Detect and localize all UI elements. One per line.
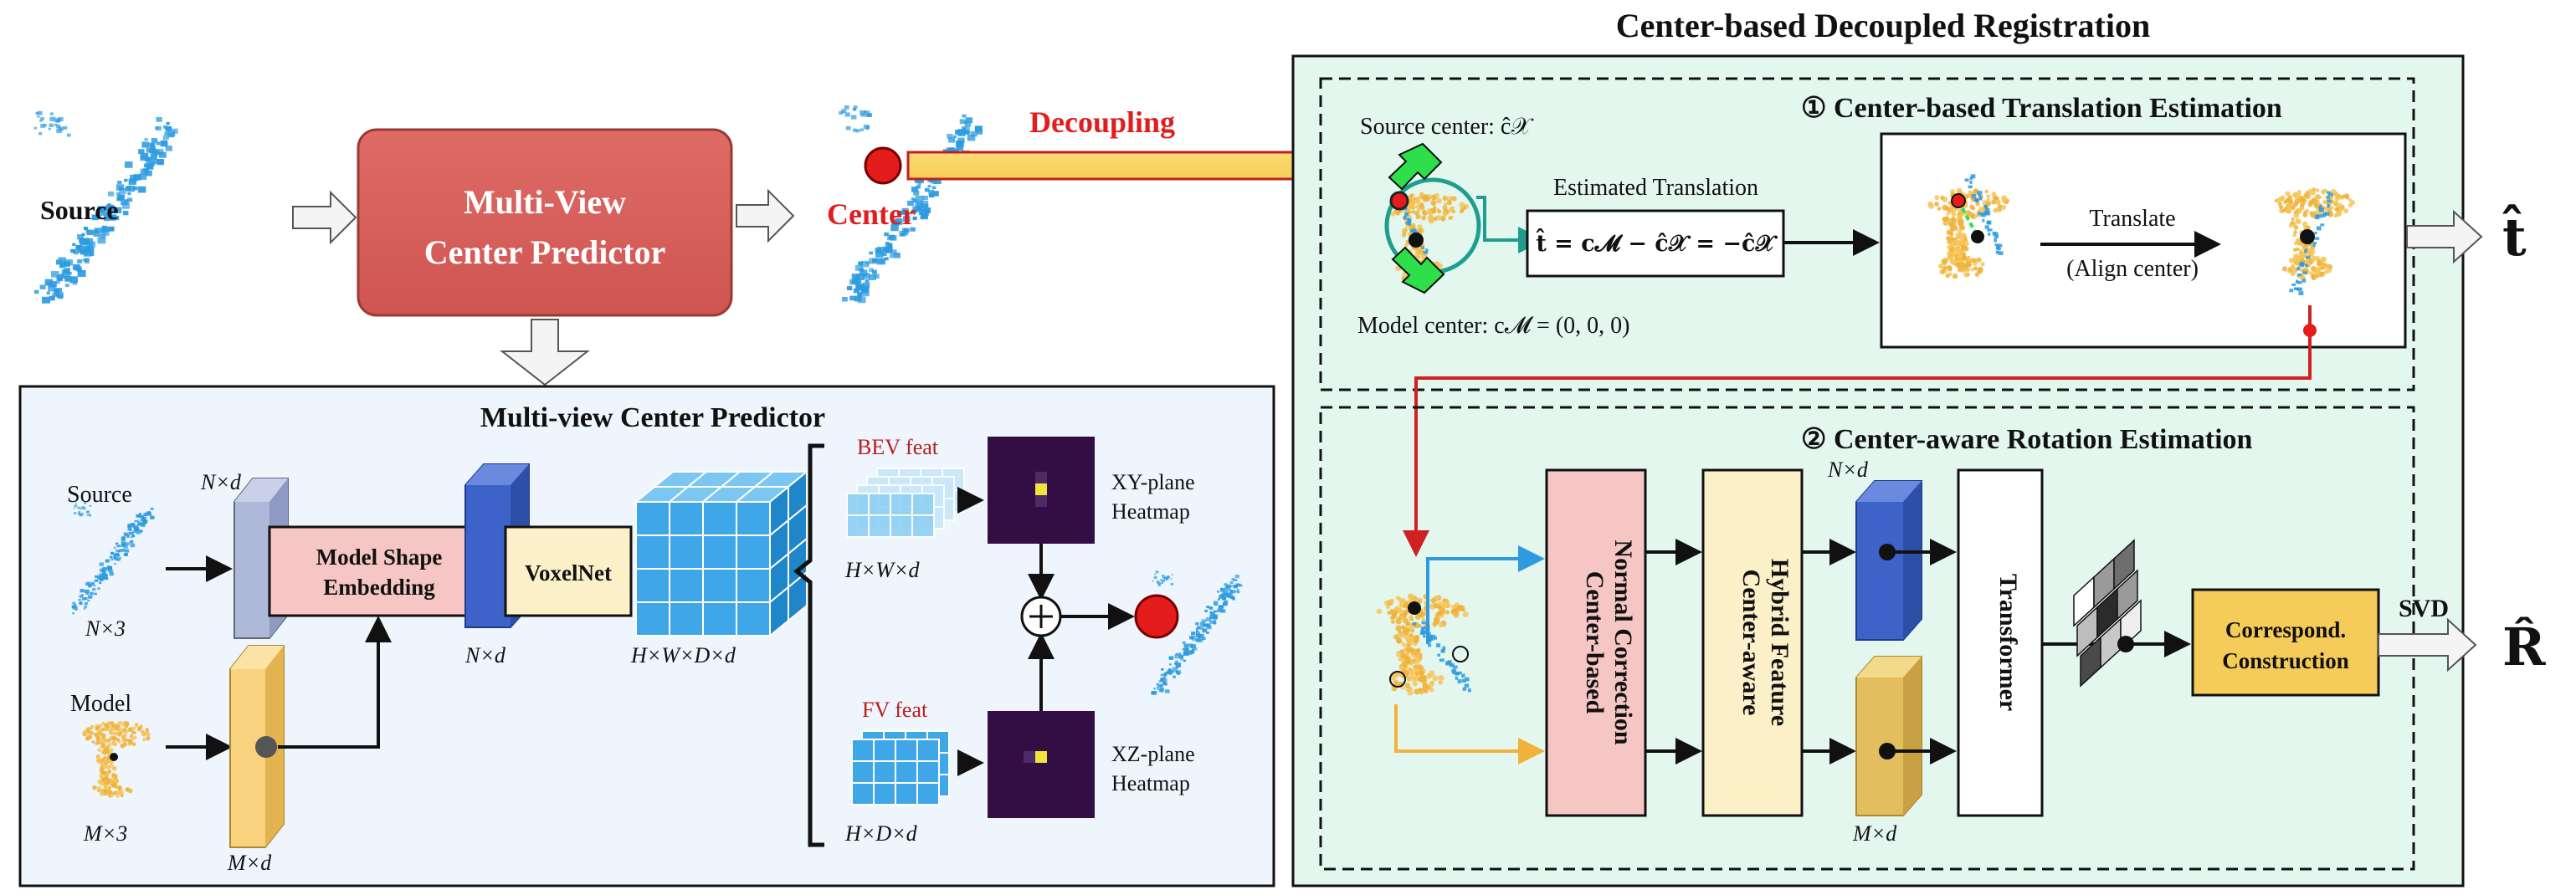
center-label: Center bbox=[827, 197, 916, 231]
mvcp-model-dim: M×3 bbox=[83, 821, 127, 846]
predictor-title-line1: Multi-View bbox=[464, 183, 626, 221]
arrow-blue-to-normal bbox=[1426, 545, 1545, 644]
source-center-dot bbox=[1389, 191, 1409, 211]
rotation-input-source bbox=[1412, 621, 1471, 693]
correspond-construction-box bbox=[2191, 588, 2380, 697]
xz-heatmap-label-line1: XZ-plane bbox=[1111, 742, 1195, 766]
translation-section bbox=[1319, 77, 2415, 391]
mvcp-model-points bbox=[82, 720, 151, 798]
arrow-to-estimated-translation bbox=[1476, 196, 1545, 253]
fv-feature-stack bbox=[851, 730, 950, 806]
decoupling-arrow bbox=[906, 132, 1325, 199]
arrow-model-feat-to-embedding bbox=[278, 616, 392, 749]
correspondence-matrix bbox=[2073, 539, 2142, 688]
mvcp-source-dim: N×3 bbox=[85, 616, 126, 641]
rotation-section bbox=[1319, 406, 2415, 871]
center-offset-line bbox=[1957, 200, 1979, 238]
bev-feat-label: BEV feat bbox=[857, 435, 939, 459]
normal-correction-line2: Normal Correction bbox=[1609, 540, 1637, 745]
rotation-output: R̂ bbox=[2502, 616, 2546, 678]
source-center-label: Source center: ĉ𝒳 bbox=[1360, 114, 1534, 140]
xy-heatmap-label-line2: Heatmap bbox=[1111, 499, 1190, 524]
translate-label: Translate bbox=[2089, 206, 2175, 232]
model-feature-dim: M×d bbox=[227, 851, 272, 875]
mvcp-source-points bbox=[71, 502, 155, 615]
xy-heatmap-label-line1: XY-plane bbox=[1111, 470, 1195, 494]
decoupling-label: Decoupling bbox=[1029, 105, 1175, 139]
source-point-cloud bbox=[33, 110, 178, 304]
rotation-title: ② Center-aware Rotation Estimation bbox=[1801, 424, 2253, 455]
rotation-top-dim: N×d bbox=[1827, 458, 1869, 482]
hollow-arrow-to-center bbox=[736, 188, 795, 243]
voxel-dim: H×W×D×d bbox=[630, 643, 736, 667]
green-arrow-top bbox=[1388, 142, 1443, 191]
projection-bracket bbox=[793, 443, 824, 847]
mvcp-model-center-dot bbox=[110, 753, 118, 761]
xz-heatmap bbox=[988, 711, 1095, 818]
normal-correction-line1: Center-based bbox=[1581, 571, 1609, 714]
embedding-output-dim: N×d bbox=[464, 643, 506, 667]
translation-formula: t̂ = c𝓜 − ĉ𝒳 = −ĉ𝒳 bbox=[1536, 228, 1778, 257]
model-shape-embedding-box bbox=[268, 525, 490, 617]
hollow-arrow-down-to-mvcp bbox=[500, 319, 590, 386]
model-center-dot bbox=[1409, 233, 1424, 248]
estimated-translation-label: Estimated Translation bbox=[1553, 175, 1758, 201]
fv-dim: H×D×d bbox=[844, 821, 918, 846]
svd-label: SVD bbox=[2399, 595, 2449, 622]
model-center-label: Model center: c𝓜 = (0, 0, 0) bbox=[1357, 313, 1630, 339]
source-points bbox=[33, 110, 178, 304]
main-title: Center-based Decoupled Registration bbox=[1616, 7, 2150, 44]
rotation-bottom-dim: M×d bbox=[1852, 821, 1897, 846]
hybrid-feature-line2: Hybrid Feature bbox=[1766, 559, 1793, 726]
correspond-line1: Correspond. bbox=[2225, 617, 2346, 642]
hollow-arrow-to-r bbox=[2378, 617, 2477, 673]
mvcp-model-label: Model bbox=[70, 691, 131, 717]
mvcp-center-dot bbox=[1134, 594, 1179, 639]
normal-correction-box bbox=[1545, 468, 1647, 817]
hollow-arrow-to-t bbox=[2406, 209, 2483, 264]
source-label: Source bbox=[40, 195, 119, 225]
translate-result-box bbox=[1880, 132, 2407, 349]
arrow-gold-to-normal bbox=[1394, 704, 1545, 765]
green-arrow-bottom bbox=[1391, 246, 1445, 294]
translation-formula-box bbox=[1526, 209, 1785, 278]
before-translate-source bbox=[1964, 174, 2004, 255]
bev-feature-stack bbox=[846, 468, 965, 538]
model-feature-dot bbox=[255, 736, 277, 758]
transformer-label: Transformer bbox=[1994, 574, 2022, 711]
mvcp-output-source-points bbox=[1151, 570, 1243, 695]
fv-feat-label: FV feat bbox=[862, 698, 928, 722]
predicted-center-dot bbox=[864, 146, 902, 185]
predictor-title-line2: Center Predictor bbox=[424, 233, 665, 271]
hollow-arrow-to-predictor bbox=[292, 190, 357, 245]
voxelnet-box bbox=[504, 525, 633, 617]
correspond-line2: Construction bbox=[2222, 648, 2349, 673]
hybrid-feature-box bbox=[1701, 468, 1804, 817]
embedding-label-line1: Model Shape bbox=[316, 545, 443, 570]
voxelnet-label: VoxelNet bbox=[525, 560, 612, 586]
transformer-box bbox=[1957, 468, 2044, 817]
mvcp-title: Multi-view Center Predictor bbox=[480, 402, 825, 433]
translation-title: ① Center-based Translation Estimation bbox=[1801, 93, 2282, 124]
voxel-grid-cube bbox=[634, 469, 809, 638]
mvcp-source-label: Source bbox=[67, 482, 132, 508]
source-feature-dim: N×d bbox=[200, 470, 242, 494]
translation-output: t̂ bbox=[2502, 204, 2527, 268]
hybrid-feature-line1: Center-aware bbox=[1737, 570, 1765, 716]
xz-heatmap-label-line2: Heatmap bbox=[1111, 771, 1190, 795]
multi-view-predictor-box bbox=[357, 128, 733, 317]
embedding-label-line2: Embedding bbox=[323, 575, 435, 600]
bev-dim: H×W×d bbox=[844, 558, 921, 582]
align-center-label: (Align center) bbox=[2066, 256, 2199, 282]
